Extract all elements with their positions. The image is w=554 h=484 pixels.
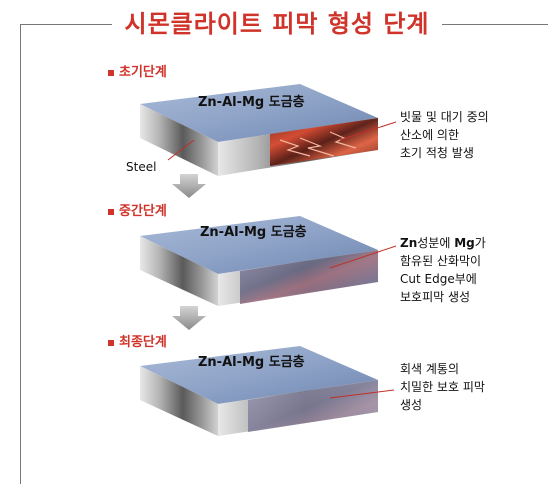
leader-line-3 (329, 389, 395, 399)
diagram-graphics: Zn-Al-Mg 도금층 Zn-Al-Mg 도금층 Zn-Al-Mg 도금층 (140, 84, 397, 436)
stage-label-2: 중간단계 (108, 200, 167, 219)
protective-film-area (248, 380, 378, 432)
down-arrow-icon (172, 306, 206, 330)
slab-1-top (140, 84, 378, 142)
bullet-square-icon (108, 339, 114, 346)
slab-final: Zn-Al-Mg 도금층 (140, 346, 378, 436)
slab-initial: Zn-Al-Mg 도금층 (140, 84, 378, 176)
annotation-1-line-1: 빗물 및 대기 중의 (400, 110, 489, 124)
slab-2-label: Zn-Al-Mg 도금층 (200, 224, 307, 240)
annotation-1-line-2: 산소에 의한 (400, 128, 460, 142)
bullet-square-icon (108, 208, 114, 215)
zn-text: Zn (400, 236, 418, 250)
mg-text: Mg (454, 236, 475, 250)
annotation-2-mid-text: 성분에 (417, 236, 455, 250)
slab-2-front-left (140, 236, 218, 306)
slab-3-front-left (140, 366, 218, 436)
annotation-2-end-text: 가 (474, 236, 486, 250)
stage-label-3: 최종단계 (108, 331, 167, 350)
diagram-title-wrap: 시몬클라이트 피막 형성 단계 (0, 4, 554, 39)
annotation-2-line-4: 보호피막 생성 (400, 290, 471, 304)
annotation-intermediate: Zn성분에 Mg가 함유된 산화막이 Cut Edge부에 보호피막 생성 (400, 234, 486, 306)
slab-3-label: Zn-Al-Mg 도금층 (198, 354, 305, 370)
slab-3-top (140, 346, 378, 404)
annotation-3-line-2: 치밀한 보호 피막 (400, 380, 485, 394)
stage-label-3-text: 최종단계 (119, 335, 167, 350)
slab-1-label: Zn-Al-Mg 도금층 (198, 94, 305, 110)
annotation-2-line-2: 함유된 산화막이 (400, 254, 482, 268)
diagram-title: 시몬클라이트 피막 형성 단계 (112, 10, 442, 38)
title-rule-right (478, 24, 548, 25)
annotation-1-line-3: 초기 적청 발생 (400, 146, 474, 160)
stage-label-1-text: 초기단계 (119, 65, 167, 80)
annotation-final: 회색 계통의 치밀한 보호 피막 생성 (400, 360, 485, 414)
slab-1-front-left (140, 104, 218, 176)
slab-2-top (140, 216, 378, 274)
annotation-initial: 빗물 및 대기 중의 산소에 의한 초기 적청 발생 (400, 108, 489, 162)
down-arrow-icon (172, 174, 206, 198)
steel-label: Steel (126, 160, 157, 174)
rust-area (270, 118, 378, 166)
steel-leader-line (167, 139, 195, 161)
leader-line-2 (329, 245, 397, 269)
annotation-2-line-1: Zn성분에 Mg가 (400, 234, 486, 252)
annotation-2-line-3: Cut Edge부에 (400, 272, 477, 286)
annotation-3-line-3: 생성 (400, 398, 423, 412)
bullet-square-icon (108, 69, 114, 76)
leader-line-1 (339, 121, 397, 141)
annotation-3-line-1: 회색 계통의 (400, 362, 460, 376)
stage-label-1: 초기단계 (108, 61, 167, 80)
slab-intermediate: Zn-Al-Mg 도금층 (140, 216, 378, 306)
stage-label-2-text: 중간단계 (119, 204, 167, 219)
